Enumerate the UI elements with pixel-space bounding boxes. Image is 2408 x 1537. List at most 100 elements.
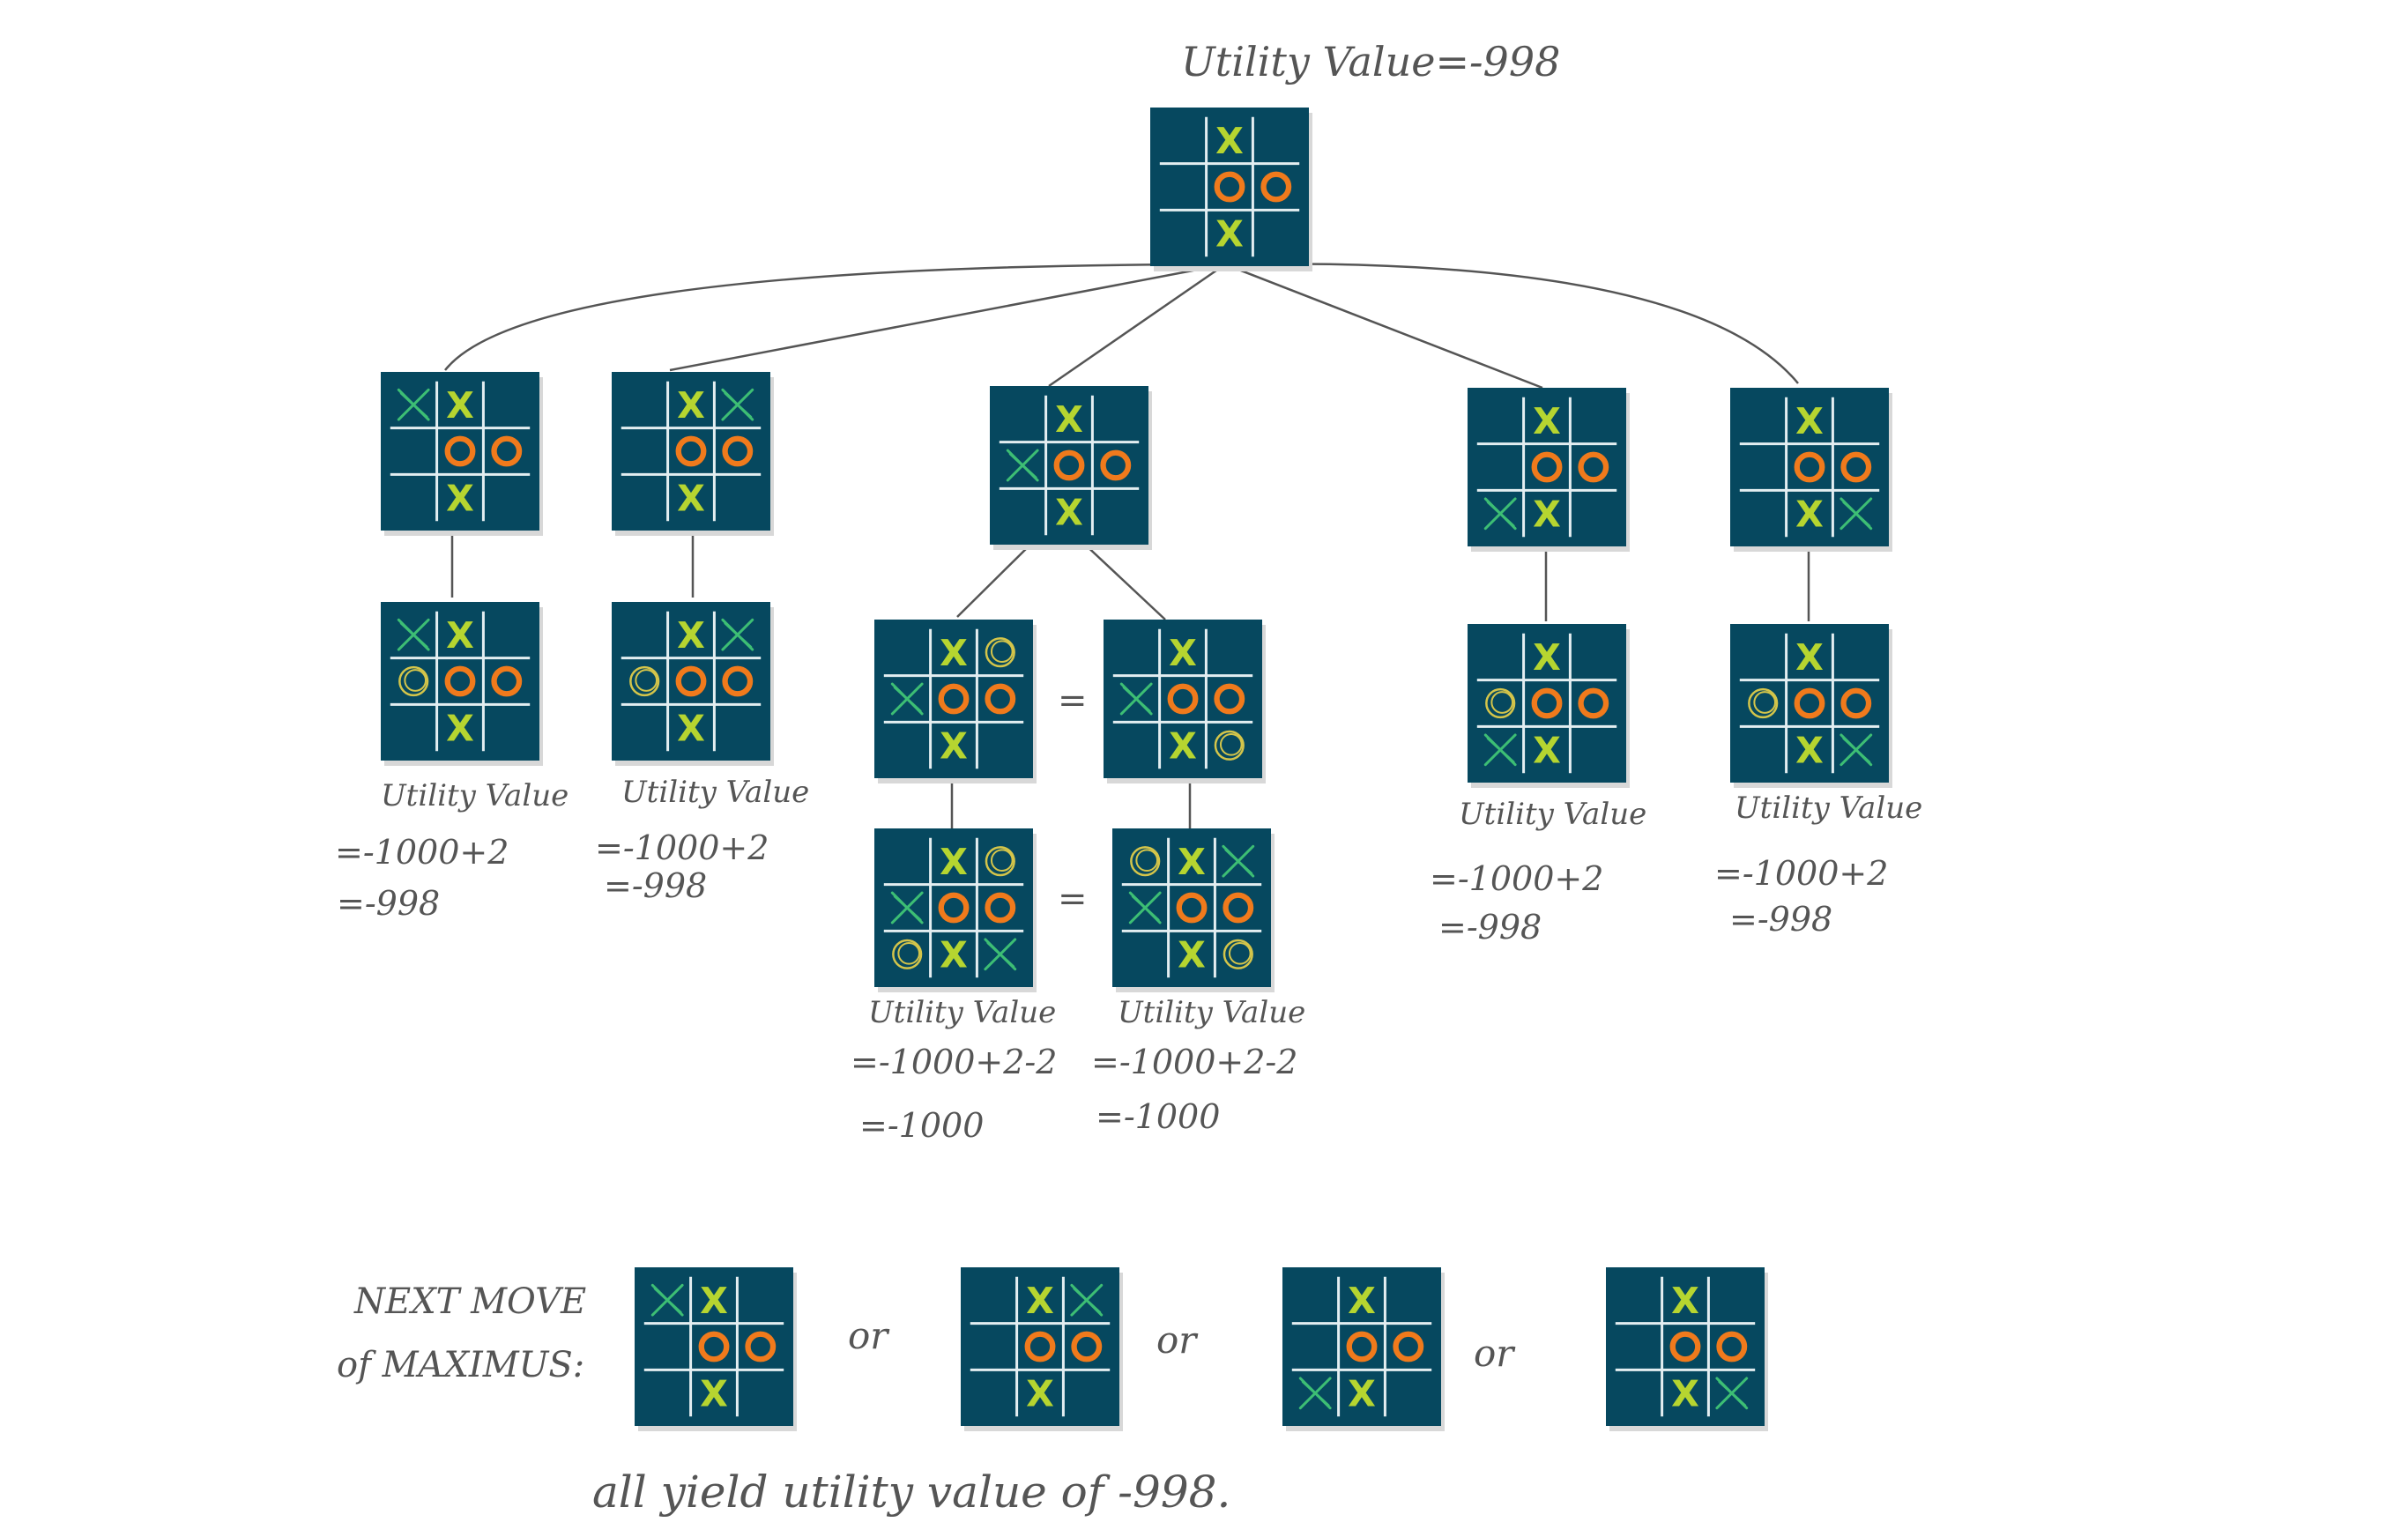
sketch-o-mark	[1214, 730, 1245, 761]
utility-label-line2: =-1000	[1096, 1097, 1220, 1136]
utility-label-g4: Utility Value =-1000+2 =-998	[1430, 797, 1646, 947]
x-mark: X	[700, 1373, 728, 1415]
o-mark	[1716, 1331, 1748, 1363]
utility-label-g1: Utility Value =-1000+2 =-998	[335, 778, 569, 923]
o-mark	[1100, 449, 1132, 481]
utility-label-line2: =-998	[337, 884, 440, 923]
o-mark	[1578, 687, 1609, 719]
sketch-o-mark	[897, 941, 921, 965]
x-mark: X	[1178, 841, 1206, 883]
o-mark	[675, 435, 707, 467]
sketch-o-mark	[1130, 846, 1161, 877]
sketch-x-mark	[650, 1283, 684, 1317]
o-mark	[491, 665, 523, 697]
sketch-x-mark	[1070, 1283, 1104, 1317]
board-c2: XX	[612, 372, 774, 536]
x-mark: X	[1533, 494, 1561, 536]
board-c1: XX	[381, 372, 543, 536]
sketch-x-mark	[1483, 733, 1517, 767]
x-mark: X	[940, 632, 968, 674]
equals-sign-row1: =	[1058, 680, 1088, 721]
x-mark: X	[1169, 632, 1197, 674]
sketch-o-mark	[635, 669, 658, 692]
or-label-3: or	[1474, 1332, 1516, 1375]
x-mark: X	[1533, 636, 1561, 679]
root-utility-title: Utility Value=-998	[1181, 38, 1560, 85]
or-label-1: or	[848, 1314, 890, 1357]
x-mark: X	[940, 934, 968, 976]
sketch-o-mark	[629, 665, 660, 697]
x-mark: X	[677, 708, 705, 750]
board-c3: XX	[990, 386, 1152, 550]
sketch-o-mark	[1753, 691, 1777, 714]
sketch-x-mark	[1483, 497, 1517, 531]
utility-label-g5: Utility Value =-1000+2 =-998	[1714, 791, 1922, 939]
x-mark: X	[1795, 730, 1824, 772]
o-mark	[1176, 892, 1208, 924]
sketch-o-mark	[892, 939, 923, 969]
x-mark: X	[1026, 1373, 1054, 1415]
board-g5: XX	[1730, 624, 1892, 788]
x-mark: X	[1795, 400, 1824, 442]
utility-label-title: Utility Value	[1118, 995, 1305, 1030]
o-mark	[1346, 1331, 1378, 1363]
sketch-o-mark	[985, 846, 1015, 877]
o-mark	[1578, 451, 1609, 483]
x-mark: X	[700, 1280, 728, 1322]
x-mark: X	[1055, 398, 1083, 441]
board-background	[990, 386, 1148, 545]
edge-root-c2	[669, 263, 1226, 372]
edge-root-c4	[1224, 263, 1543, 390]
board-background	[1104, 620, 1262, 778]
utility-label-title: Utility Value	[1459, 797, 1646, 832]
x-mark: X	[1671, 1280, 1699, 1322]
o-mark	[1260, 171, 1292, 203]
tree-edges	[444, 263, 1810, 828]
o-mark	[444, 435, 476, 467]
next-move-label-line2: of MAXIMUS:	[337, 1345, 584, 1385]
utility-label-title: Utility Value	[381, 778, 569, 813]
x-mark: X	[1026, 1280, 1054, 1322]
o-mark	[1794, 451, 1825, 483]
sketch-x-mark	[1839, 733, 1873, 767]
board-n1: XX	[635, 1267, 797, 1431]
edge-root-c1	[444, 263, 1226, 371]
o-mark	[1053, 449, 1085, 481]
board-background	[874, 620, 1033, 778]
x-mark: X	[1348, 1373, 1376, 1415]
o-mark	[985, 892, 1016, 924]
utility-label-line1: =-1000+2-2	[851, 1043, 1057, 1081]
x-mark: X	[677, 614, 705, 657]
board-gg3a: XX	[874, 828, 1037, 992]
utility-label-g3a: Utility Value =-1000+2-2 =-1000	[851, 995, 1057, 1145]
o-mark	[491, 435, 523, 467]
board-n4: XX	[1606, 1267, 1768, 1431]
utility-label-g2: Utility Value =-1000+2 =-998	[595, 775, 809, 905]
x-mark: X	[940, 725, 968, 768]
o-mark	[1024, 1331, 1056, 1363]
sketch-x-mark	[890, 682, 924, 716]
o-mark	[1840, 687, 1872, 719]
sketch-x-mark	[984, 938, 1017, 971]
board-c4: XX	[1468, 388, 1630, 552]
board-gg3b: XX	[1112, 828, 1275, 992]
x-mark: X	[677, 384, 705, 427]
o-mark	[1071, 1331, 1103, 1363]
x-mark: X	[1169, 725, 1197, 768]
o-mark	[985, 683, 1016, 715]
utility-label-title: Utility Value	[1735, 791, 1922, 826]
o-mark	[675, 665, 707, 697]
utility-label-g3b: Utility Value =-1000+2-2 =-1000	[1091, 995, 1305, 1136]
sketch-o-mark	[990, 640, 1014, 664]
o-mark	[722, 665, 754, 697]
sketch-x-mark	[397, 388, 430, 421]
sketch-o-mark	[1228, 941, 1252, 965]
sketch-o-mark	[1135, 849, 1159, 872]
utility-label-line1: =-1000+2	[335, 833, 509, 872]
o-mark	[745, 1331, 777, 1363]
o-mark	[1531, 451, 1563, 483]
utility-label-line1: =-1000+2	[1714, 854, 1888, 893]
board-background	[1150, 108, 1309, 266]
